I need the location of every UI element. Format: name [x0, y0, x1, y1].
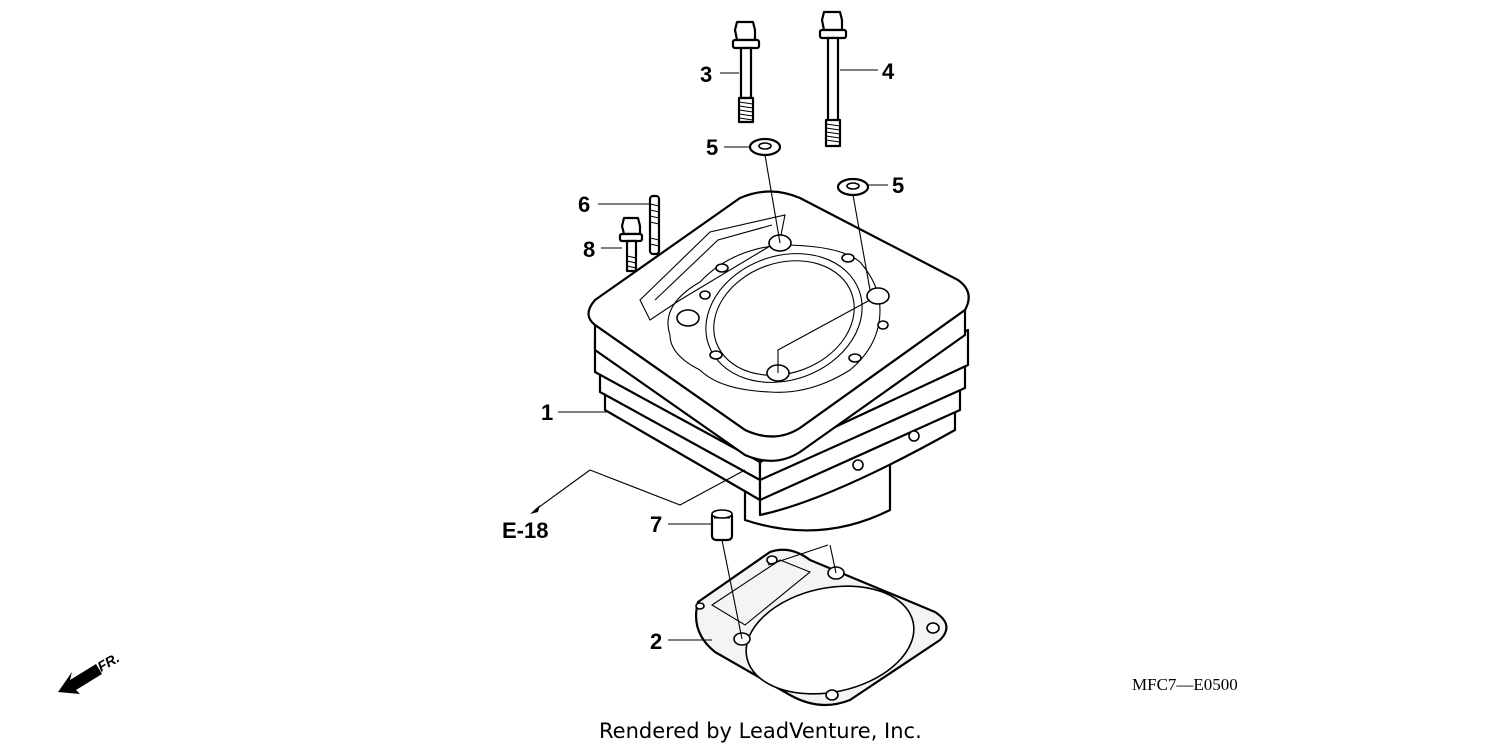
bolt-8[interactable] [618, 216, 644, 273]
assembly-guide-lines [534, 154, 871, 640]
gasket-2[interactable] [694, 548, 948, 709]
diagram-code: MFC7—E0500 [1132, 675, 1238, 694]
front-direction-arrow-icon [58, 664, 102, 694]
washer-5-right[interactable] [836, 177, 870, 197]
callout-4[interactable]: 4 [882, 59, 895, 84]
callout-3[interactable]: 3 [700, 62, 712, 87]
cylinder-1[interactable] [587, 190, 970, 532]
e18-arrow-head [530, 505, 540, 514]
bolt-4[interactable] [818, 10, 848, 148]
callout-2[interactable]: 2 [650, 629, 662, 654]
washer-5-left[interactable] [748, 137, 782, 157]
callout-5-left[interactable]: 5 [706, 135, 718, 160]
callout-7[interactable]: 7 [650, 512, 662, 537]
credit-line: Rendered by LeadVenture, Inc. [599, 719, 922, 743]
callout-5-right[interactable]: 5 [892, 173, 904, 198]
callout-1[interactable]: 1 [541, 400, 553, 425]
callout-6[interactable]: 6 [578, 192, 590, 217]
bolt-3[interactable] [731, 20, 761, 124]
dowel-pin-7[interactable] [710, 509, 734, 542]
reference-e18[interactable]: E-18 [502, 518, 548, 543]
leader-lines [558, 69, 888, 641]
stud-6[interactable] [648, 194, 661, 256]
callout-8[interactable]: 8 [583, 237, 595, 262]
